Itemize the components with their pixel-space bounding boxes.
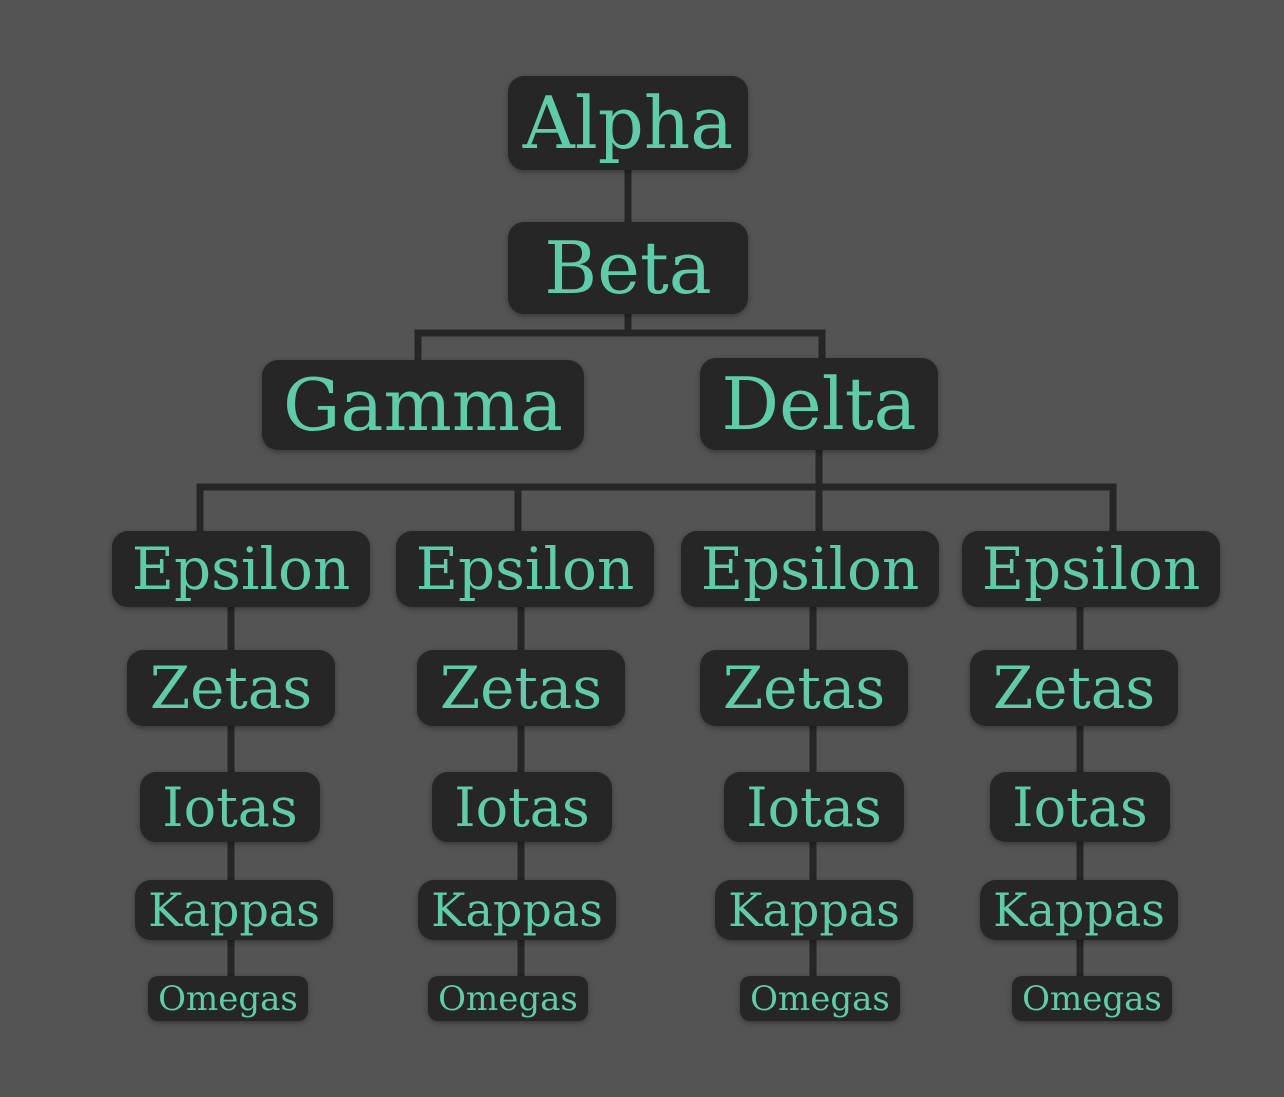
node-zetas-3: Zetas <box>700 650 908 726</box>
node-kappas-1: Kappas <box>135 880 333 940</box>
node-iotas-1: Iotas <box>140 772 320 842</box>
node-kappas-2: Kappas <box>418 880 616 940</box>
node-zetas-4: Zetas <box>970 650 1178 726</box>
node-epsilon-4: Epsilon <box>962 531 1220 607</box>
node-kappas-4: Kappas <box>980 880 1178 940</box>
node-kappas-3: Kappas <box>715 880 913 940</box>
node-iotas-2: Iotas <box>432 772 612 842</box>
node-omegas-2: Omegas <box>428 976 588 1021</box>
node-epsilon-1: Epsilon <box>112 531 370 607</box>
node-iotas-4: Iotas <box>990 772 1170 842</box>
node-omegas-4: Omegas <box>1012 976 1172 1021</box>
node-omegas-1: Omegas <box>148 976 308 1021</box>
node-epsilon-3: Epsilon <box>681 531 939 607</box>
node-epsilon-2: Epsilon <box>396 531 654 607</box>
node-alpha: Alpha <box>508 76 748 170</box>
node-gamma: Gamma <box>262 360 584 450</box>
node-zetas-1: Zetas <box>127 650 335 726</box>
node-omegas-3: Omegas <box>740 976 900 1021</box>
node-delta: Delta <box>700 358 938 450</box>
node-zetas-2: Zetas <box>417 650 625 726</box>
node-iotas-3: Iotas <box>724 772 904 842</box>
node-beta: Beta <box>508 222 748 314</box>
